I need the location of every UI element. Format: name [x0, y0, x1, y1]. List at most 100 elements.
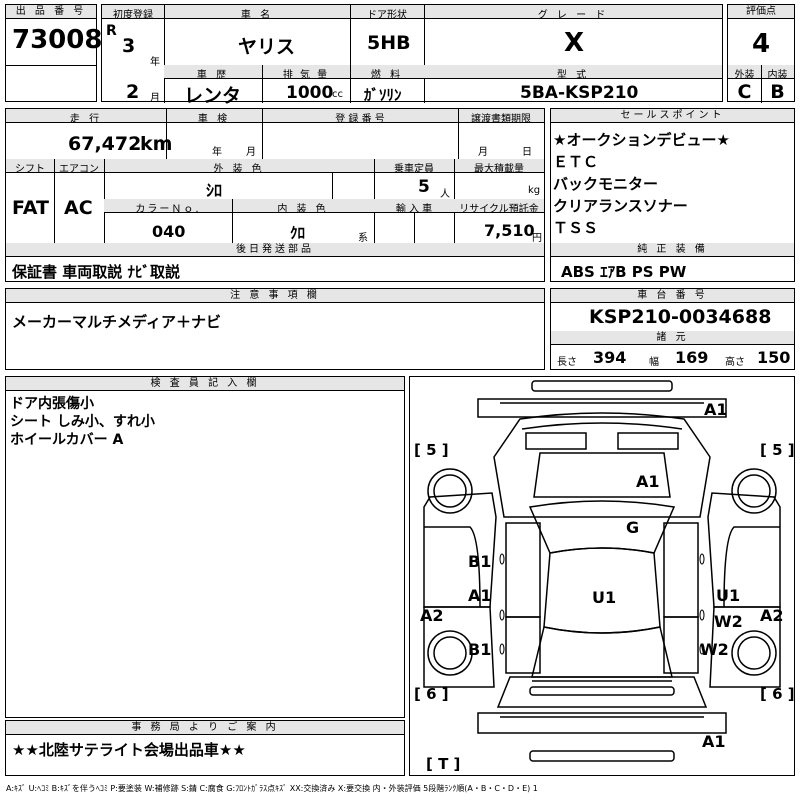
int-grade-value: B: [770, 81, 785, 103]
right-front-door-mark: U1: [716, 586, 740, 605]
tire-t-mark: [ T ]: [426, 755, 460, 773]
sales-points-box: セールスポイント ★オークションデビュー★ ＥＴＣ バックモニタークリアランスソナー…: [550, 108, 795, 282]
ext-color-value: ｼﾛ: [206, 181, 223, 200]
score-value: 4: [752, 29, 771, 59]
kg-unit: kg: [528, 185, 541, 196]
notes-box: 注 意 事 項 欄 メーカーマルチメディア＋ナビ: [5, 288, 545, 370]
model-type-value: 5BA-KSP210: [520, 83, 639, 103]
score-box: 評価点 4 外装 内装 C B: [727, 4, 795, 103]
length-value: 394: [593, 348, 627, 367]
first-reg-label: 初度登録: [113, 10, 153, 21]
front-bumper-mark: A1: [704, 400, 728, 419]
recycle-value: 7,510: [484, 221, 535, 240]
inspection-label: 車 検: [197, 114, 231, 125]
damage-diagram: A1 A1 G B1 A1 A2 B1 U1 U1 W2 A2 W2 A1 [ …: [409, 376, 795, 776]
displacement-value: 1000: [286, 83, 334, 103]
left-rear-door-mark: B1: [468, 640, 491, 659]
inspection-year-unit: 年: [212, 147, 222, 158]
mileage-value: 67,472: [68, 133, 142, 155]
history-label: 車 歴: [196, 70, 230, 81]
interior-label: 内装: [767, 70, 788, 81]
grade-label: グ レ ー ド: [537, 10, 609, 21]
details-box: 走 行 車 検 登 録 番 号 譲渡書類期限 67,472 km 年 月 月 月…: [5, 108, 545, 282]
month-unit: 月: [150, 93, 160, 104]
vehicle-info-box: 初度登録 車 名 ドア形状 グ レ ー ド R 3 年 ヤリス 5HB X 車 …: [101, 4, 723, 107]
inspection-month-unit: 月: [246, 147, 256, 158]
right-front-door-2-mark: W2: [714, 612, 743, 631]
door-value: 5HB: [367, 32, 411, 54]
width-value: 169: [675, 348, 709, 367]
tire-lf-mark: [ 5 ]: [414, 441, 449, 459]
height-value: 150: [757, 348, 791, 367]
notes-label: 注 意 事 項 欄: [6, 289, 544, 303]
left-front-fender-mark: B1: [468, 552, 491, 571]
sales-point-item: クリアランスソナー: [553, 197, 688, 215]
max-load-label: 最大積載量: [474, 164, 524, 175]
lot-no-label: 出 品 番 号: [6, 5, 96, 19]
lot-no-box: 出 品 番 号 73008: [5, 4, 102, 102]
fuel-label: 燃 料: [370, 70, 404, 81]
shift-value: FAT: [12, 197, 49, 219]
import-label: 輸 入 車: [395, 204, 433, 215]
tire-rr-mark: [ 6 ]: [760, 685, 794, 703]
reg-year-value: 3: [122, 35, 136, 57]
ext-grade-value: C: [737, 81, 752, 103]
inspector-note-item: ドア内張傷小: [10, 396, 94, 412]
chassis-label: 車 台 番 号: [551, 289, 794, 303]
width-label: 幅: [649, 357, 659, 368]
sales-point-label: セールスポイント: [551, 109, 794, 123]
left-front-door-mark: A1: [468, 586, 492, 605]
sales-point-item: ★オークションデビュー★: [553, 131, 730, 149]
roof-mark: U1: [592, 588, 616, 607]
aircon-value: AC: [64, 197, 93, 219]
office-note: ★★北陸サテライト会場出品車★★: [12, 741, 246, 759]
rear-bumper-mark: A1: [702, 732, 726, 751]
inspector-note-item: シート しみ小、すれ小: [10, 414, 155, 430]
genuine-label: 純 正 装 備: [551, 243, 794, 257]
inspector-box: 検 査 員 記 入 欄 ドア内張傷小シート しみ小、すれ小ホイールカバー A: [5, 376, 405, 718]
office-label: 事 務 局 よ り ご 案 内: [6, 721, 404, 735]
car-name-label: 車 名: [240, 10, 274, 21]
color-no-label: カラーＮｏ.: [135, 204, 201, 215]
length-label: 長さ: [557, 357, 577, 368]
door-label: ドア形状: [367, 10, 407, 21]
exterior-label: 外装: [734, 70, 755, 81]
shift-label: シフト: [15, 164, 45, 175]
tire-rf-mark: [ 5 ]: [760, 441, 794, 459]
year-unit: 年: [150, 57, 160, 68]
car-name-value: ヤリス: [238, 36, 296, 58]
tire-lr-mark: [ 6 ]: [414, 685, 449, 703]
km-unit: km: [140, 133, 173, 155]
ext-color-label: 外 装 色: [213, 164, 265, 175]
yen-unit: 円: [532, 233, 542, 244]
cc-unit: cc: [332, 89, 343, 100]
lot-no-value: 73008: [12, 25, 103, 55]
windshield-mark: G: [626, 518, 639, 537]
hood-mark: A1: [636, 472, 660, 491]
later-parts-value: 保証書 車両取説 ﾅﾋﾞ取説: [12, 263, 180, 281]
color-no-value: 040: [152, 222, 186, 241]
transfer-month-unit: 月: [478, 147, 488, 158]
inspector-label: 検 査 員 記 入 欄: [6, 377, 404, 391]
specs-label: 諸 元: [551, 331, 794, 345]
kei-unit: 系: [358, 233, 368, 244]
capacity-value: 5: [418, 177, 430, 197]
grade-value: X: [564, 28, 585, 58]
score-label: 評価点: [728, 5, 794, 19]
notes-value: メーカーマルチメディア＋ナビ: [12, 313, 221, 331]
int-color-label: 内 装 色: [277, 204, 329, 215]
height-label: 高さ: [725, 357, 745, 368]
right-rear-quarter-mark: A2: [760, 606, 784, 625]
sales-point-item: バックモニター: [553, 175, 659, 193]
reg-no-label: 登 録 番 号: [335, 114, 385, 125]
aircon-label: エアコン: [59, 164, 99, 175]
legend: A:ｷｽﾞ U:ﾍｺﾐ B:ｷｽﾞを伴うﾍｺﾐ P:要塗装 W:補修跡 S:錆 …: [6, 784, 538, 793]
sales-point-item: ＥＴＣ: [553, 153, 599, 171]
mileage-label: 走 行: [69, 114, 103, 125]
office-box: 事 務 局 よ り ご 案 内 ★★北陸サテライト会場出品車★★: [5, 720, 405, 776]
left-rear-quarter-mark: A2: [420, 606, 444, 625]
right-rear-door-mark: W2: [700, 640, 729, 659]
model-type-label: 型 式: [556, 70, 590, 81]
genuine-value: ABS ｴｱB PS PW: [561, 263, 687, 281]
inspector-note-item: ホイールカバー A: [10, 432, 124, 448]
